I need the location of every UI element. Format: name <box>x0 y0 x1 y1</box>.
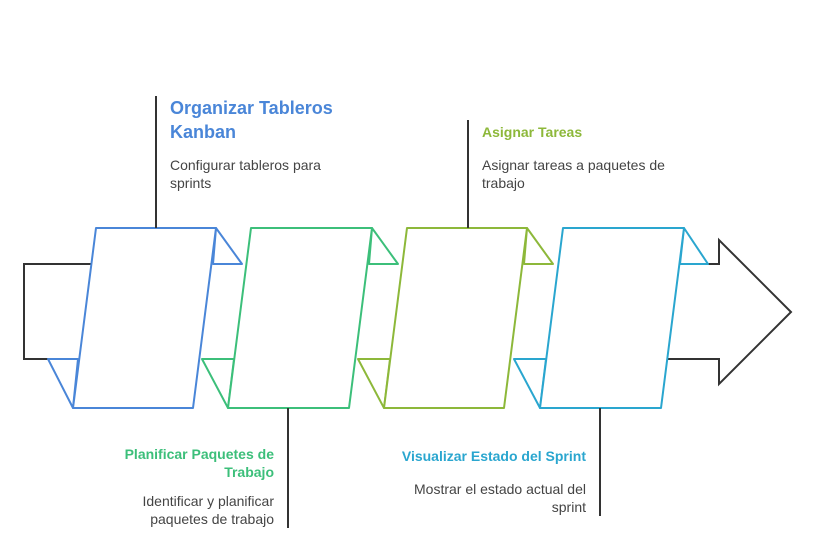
arrow-head <box>666 237 793 387</box>
connectors <box>155 96 601 528</box>
stage-1-title: Organizar Tableros Kanban <box>170 98 333 142</box>
stage-4-panel <box>513 227 709 409</box>
stage-1-panel <box>47 227 243 409</box>
stage-1-card <box>72 227 217 409</box>
stage-2-fold-top <box>368 227 399 265</box>
stage-2-description: Identificar y planificar paquetes de tra… <box>142 493 274 527</box>
stage-4-card <box>539 227 685 409</box>
stage-3-title: Asignar Tareas <box>482 124 583 140</box>
stage-3-panel <box>357 227 554 409</box>
stage-2-panel <box>201 227 399 409</box>
stage-3-card <box>383 227 528 409</box>
stage-2-title: Planificar Paquetes de Trabajo <box>124 446 274 480</box>
stage-4-title: Visualizar Estado del Sprint <box>401 448 586 464</box>
stage-1-description: Configurar tableros para sprints <box>170 157 321 191</box>
stage-3-description: Asignar tareas a paquetes de trabajo <box>482 157 665 191</box>
stage-3-fold-top <box>523 227 554 265</box>
stage-2-card <box>227 227 373 409</box>
stage-1-fold-top <box>212 227 243 265</box>
stage-4-description: Mostrar el estado actual del sprint <box>414 481 586 515</box>
